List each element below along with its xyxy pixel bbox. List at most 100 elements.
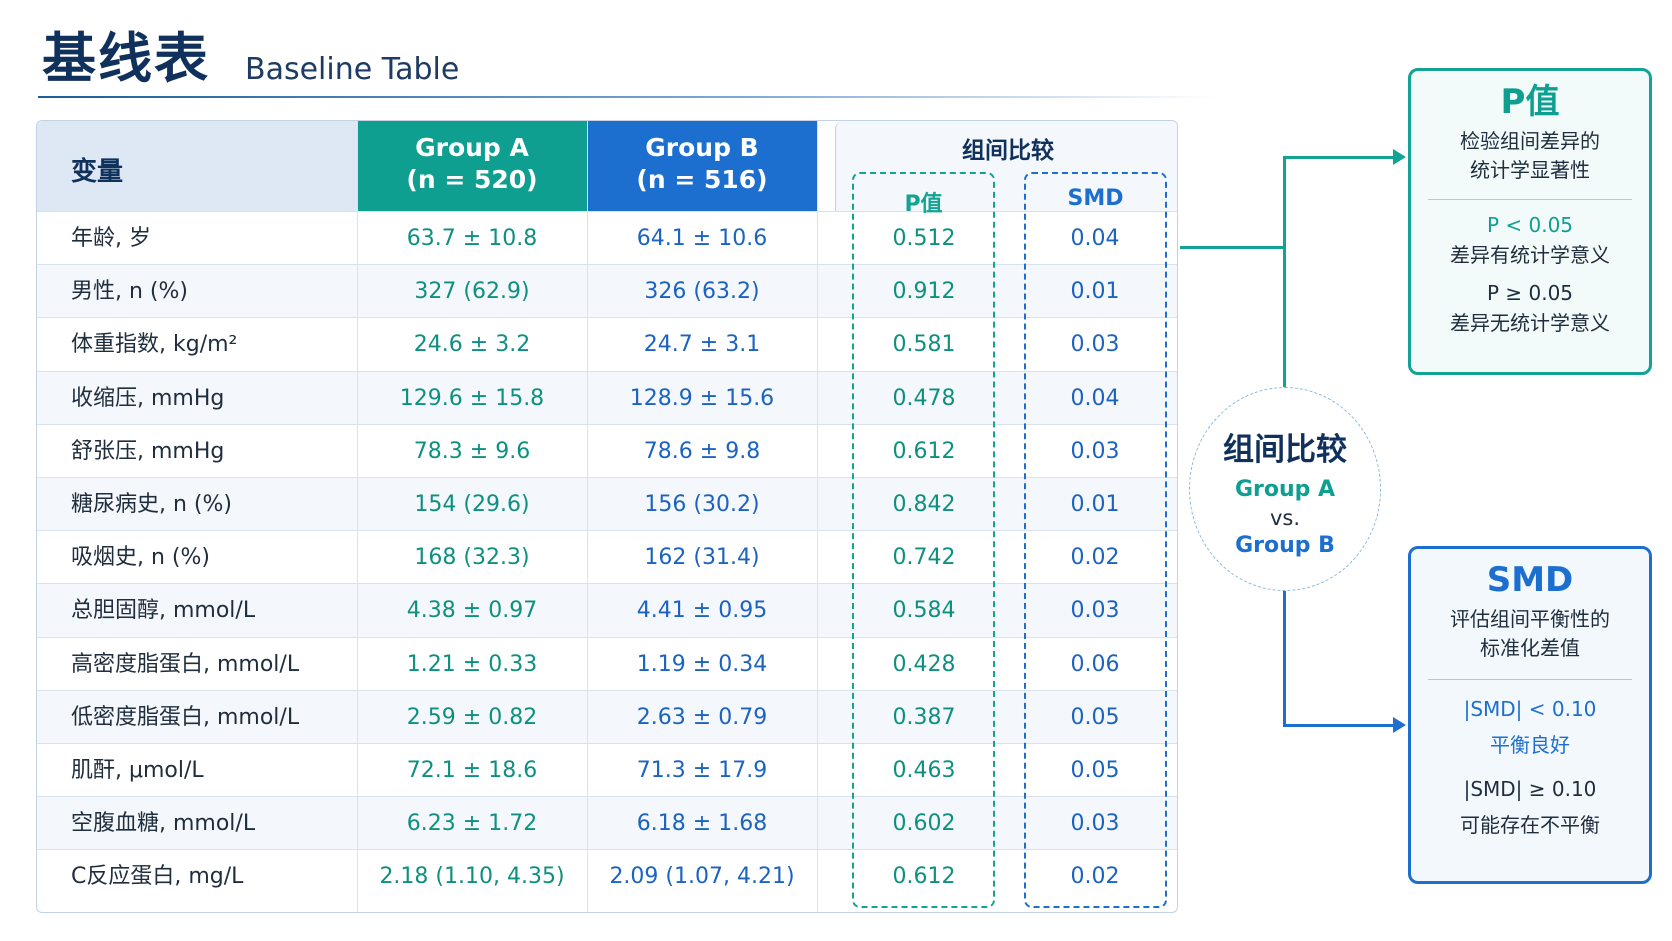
- circle-vs: vs.: [1269, 506, 1301, 530]
- smd-cell: 0.03: [1070, 332, 1120, 358]
- smd-box-divider: [1428, 679, 1632, 680]
- p-box-rule1-text: 差异有统计学意义: [1450, 243, 1610, 267]
- group-b-cell: 64.1 ± 10.6: [636, 226, 768, 251]
- circle-group-a: Group A: [1234, 477, 1336, 502]
- group-a-cell: 129.6 ± 15.8: [399, 385, 545, 411]
- arrow-to-p-box-icon: [1393, 149, 1406, 165]
- group-b-header: Group B (n = 516): [587, 121, 817, 211]
- smd-box-desc-line2: 标准化差值: [1480, 636, 1580, 660]
- group-a-header-n: (n = 520): [406, 165, 538, 194]
- smd-cell: 0.02: [1070, 864, 1120, 890]
- smd-column-highlight: SMD: [1024, 172, 1167, 908]
- column-divider: [817, 121, 818, 912]
- smd-box-rule1-text: 平衡良好: [1490, 733, 1570, 757]
- smd-cell: 0.02: [1070, 545, 1120, 571]
- group-b-cell: 78.6 ± 9.8: [643, 438, 761, 464]
- group-b-cell: 326 (63.2): [644, 279, 760, 305]
- smd-box-title: SMD: [1486, 560, 1574, 600]
- smd-box-rule2-text: 可能存在不平衡: [1460, 813, 1600, 837]
- variable-cell: 高密度脂蛋白, mmol/L: [71, 651, 300, 677]
- group-b-cell: 2.09 (1.07, 4.21): [609, 864, 795, 890]
- variable-cell: 总胆固醇, mmol/L: [71, 598, 256, 624]
- p-box-desc-line2: 统计学显著性: [1470, 158, 1590, 182]
- group-a-cell: 24.6 ± 3.2: [413, 332, 531, 358]
- page-title: 基线表: [42, 27, 210, 90]
- baseline-table: 变量 Group A (n = 520) Group B (n = 516) 组…: [36, 120, 1178, 913]
- group-b-cell: 71.3 ± 17.9: [636, 757, 768, 783]
- variable-cell: 空腹血糖, mmol/L: [71, 811, 256, 837]
- group-a-cell: 6.23 ± 1.72: [406, 811, 538, 837]
- p-value-column-label: P值: [904, 192, 943, 217]
- p-value-cell: 0.742: [892, 545, 956, 571]
- smd-cell: 0.03: [1070, 598, 1120, 624]
- group-a-cell: 78.3 ± 9.6: [413, 438, 531, 464]
- column-divider: [587, 121, 588, 912]
- variable-cell: 男性, n (%): [71, 279, 188, 305]
- group-b-cell: 128.9 ± 15.6: [629, 385, 775, 411]
- smd-box-rule2-label: |SMD| ≥ 0.10: [1463, 777, 1597, 801]
- connector-line: [1180, 246, 1284, 249]
- group-b-header-name: Group B: [645, 133, 759, 162]
- variable-cell: 吸烟史, n (%): [71, 545, 210, 571]
- group-a-cell: 72.1 ± 18.6: [406, 757, 538, 783]
- smd-cell: 0.01: [1070, 491, 1120, 517]
- group-b-header-n: (n = 516): [636, 165, 768, 194]
- group-b-cell: 4.41 ± 0.95: [636, 598, 768, 624]
- table-row: 高密度脂蛋白, mmol/L 1.21 ± 0.33 1.19 ± 0.34 0.42…: [37, 636, 1177, 690]
- group-a-cell: 63.7 ± 10.8: [406, 226, 538, 251]
- connector-line: [1283, 724, 1395, 727]
- p-value-cell: 0.428: [892, 651, 956, 677]
- p-value-cell: 0.584: [892, 598, 956, 624]
- group-b-cell: 162 (31.4): [644, 545, 760, 571]
- page-subtitle: Baseline Table: [245, 52, 460, 87]
- smd-explanation-box: SMD 评估组间平衡性的 标准化差值 |SMD| < 0.10 平衡良好 |SM…: [1408, 546, 1652, 884]
- comparison-header: 组间比较: [835, 121, 1177, 211]
- p-value-cell: 0.463: [892, 757, 956, 783]
- variable-header: 变量: [37, 121, 357, 211]
- variable-cell: 舒张压, mmHg: [71, 438, 225, 464]
- p-value-cell: 0.602: [892, 811, 956, 837]
- smd-cell: 0.03: [1070, 811, 1120, 837]
- smd-cell: 0.05: [1070, 704, 1120, 730]
- variable-cell: 糖尿病史, n (%): [71, 491, 232, 517]
- smd-cell: 0.06: [1070, 651, 1120, 677]
- group-a-cell: 2.18 (1.10, 4.35): [379, 864, 565, 890]
- connector-line: [1283, 156, 1286, 388]
- arrow-to-smd-box-icon: [1393, 717, 1406, 733]
- smd-box-rule1-label: |SMD| < 0.10: [1463, 697, 1597, 721]
- variable-cell: 收缩压, mmHg: [71, 385, 225, 411]
- group-b-cell: 1.19 ± 0.34: [636, 651, 768, 677]
- p-value-cell: 0.581: [892, 332, 956, 358]
- group-b-cell: 24.7 ± 3.1: [643, 332, 761, 358]
- p-value-cell: 0.512: [892, 226, 956, 251]
- group-a-cell: 327 (62.9): [414, 279, 530, 305]
- smd-box-desc-line1: 评估组间平衡性的: [1450, 607, 1610, 631]
- circle-group-b: Group B: [1235, 533, 1335, 558]
- circle-title: 组间比较: [1223, 432, 1347, 468]
- group-a-cell: 168 (32.3): [414, 545, 530, 571]
- variable-cell: C反应蛋白, mg/L: [71, 864, 244, 890]
- p-value-explanation-box: P值 检验组间差异的 统计学显著性 P < 0.05 差异有统计学意义 P ≥ …: [1408, 68, 1652, 375]
- p-box-rule1-label: P < 0.05: [1486, 213, 1574, 237]
- group-a-cell: 4.38 ± 0.97: [406, 598, 538, 624]
- table-row: 总胆固醇, mmol/L 4.38 ± 0.97 4.41 ± 0.95 0.584 0…: [37, 583, 1177, 637]
- group-b-cell: 156 (30.2): [644, 491, 760, 517]
- p-box-title: P值: [1500, 82, 1560, 122]
- p-value-cell: 0.478: [892, 385, 956, 411]
- p-box-rule2-text: 差异无统计学意义: [1450, 311, 1610, 335]
- group-a-header-name: Group A: [415, 133, 529, 162]
- p-value-cell: 0.612: [892, 438, 956, 464]
- table-row: 吸烟史, n (%) 168 (32.3) 162 (31.4) 0.742 0.02: [37, 530, 1177, 584]
- smd-cell: 0.01: [1070, 279, 1120, 305]
- connector-line: [1283, 156, 1395, 159]
- group-a-cell: 1.21 ± 0.33: [406, 651, 538, 677]
